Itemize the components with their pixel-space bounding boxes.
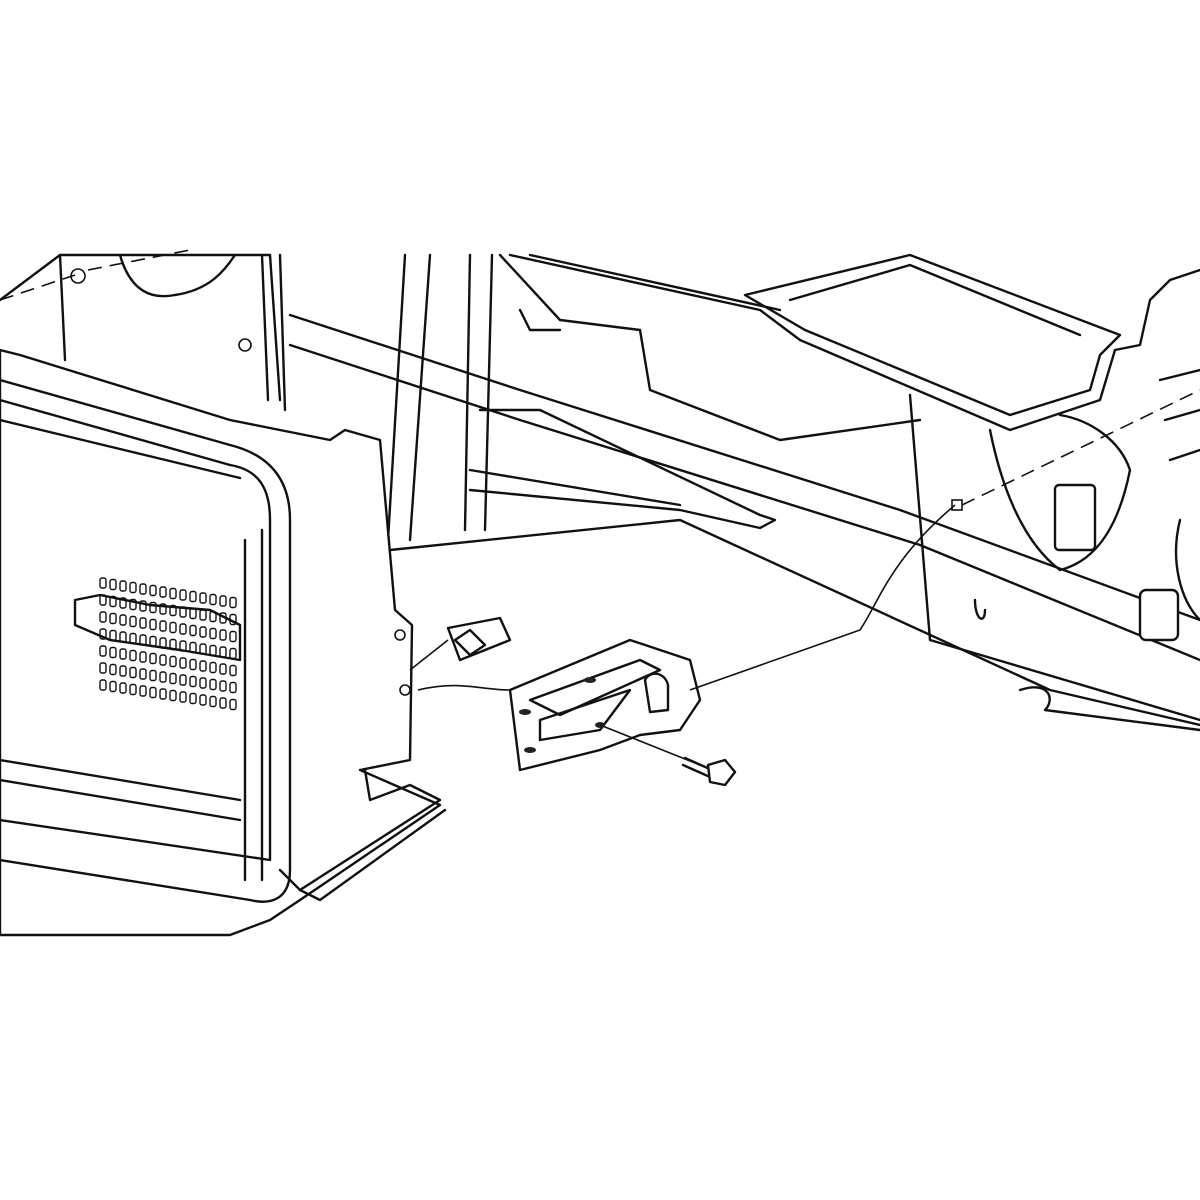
grille-cell <box>199 626 207 638</box>
grille-cell <box>169 621 177 634</box>
grille-cell <box>169 672 177 685</box>
grille-cell <box>159 671 167 683</box>
grille-cell <box>99 611 107 623</box>
grille-cell <box>209 661 217 674</box>
grille-cell <box>199 694 207 706</box>
grille-cell <box>99 628 107 640</box>
grille-cell <box>99 577 107 589</box>
grille-cell <box>189 692 197 705</box>
grille-cell <box>219 595 227 607</box>
grille-cell <box>209 627 217 640</box>
grille-cell <box>229 664 237 677</box>
grille-cell <box>229 630 237 643</box>
grille-cell <box>189 658 197 671</box>
grille-cell <box>139 600 147 612</box>
grille-cell <box>219 663 227 675</box>
rubber-mount <box>1053 483 1097 552</box>
grille-cell <box>109 646 117 659</box>
grille-cell <box>109 578 117 591</box>
bolt <box>599 724 737 787</box>
grille-cell <box>139 617 147 629</box>
grille-cell <box>129 666 137 679</box>
grille-cell <box>109 663 117 676</box>
grille-cell <box>169 689 177 702</box>
grille-cell <box>179 623 187 635</box>
grille-cell <box>119 597 127 609</box>
grille-cell <box>129 581 137 594</box>
grille-housing <box>0 348 447 937</box>
grille-cell <box>219 697 227 709</box>
mounting-bracket <box>417 504 956 772</box>
grille-cell <box>209 593 217 606</box>
grille-cell <box>159 603 167 615</box>
grille-cell <box>199 592 207 604</box>
grille-cell <box>99 662 107 674</box>
grille-cell <box>99 679 107 691</box>
emblem <box>73 593 242 662</box>
grille-cell <box>139 583 147 595</box>
grille-cell <box>189 675 197 688</box>
grille-cell <box>149 686 157 699</box>
grille-cell <box>139 651 147 663</box>
radiator-support <box>508 253 1200 722</box>
grille-cell <box>119 682 127 694</box>
grille-cell <box>229 698 237 711</box>
upper-support-panel <box>0 249 282 402</box>
grille-cell <box>119 580 127 592</box>
grille-cell <box>209 695 217 708</box>
grille-cell <box>219 629 227 641</box>
grille-cell <box>149 618 157 631</box>
grille-cell <box>129 598 137 611</box>
grille-cell <box>129 683 137 696</box>
grille-cell <box>159 620 167 632</box>
grille-cell <box>149 601 157 614</box>
grille-cell <box>199 660 207 672</box>
grille-cell <box>179 674 187 686</box>
grille-cell <box>159 654 167 666</box>
grille-cell <box>209 678 217 691</box>
grille-cell <box>139 685 147 697</box>
grille-cell <box>109 612 117 625</box>
grille-cell <box>189 590 197 603</box>
vertical-posts <box>260 253 494 542</box>
grille-cell <box>149 652 157 665</box>
grille-cell <box>229 596 237 609</box>
grille-cell <box>219 680 227 692</box>
grille-cell <box>129 649 137 662</box>
grille-cell <box>149 584 157 597</box>
pad <box>1138 588 1180 642</box>
grille-cell <box>179 691 187 703</box>
grille-cell <box>199 677 207 689</box>
frame-rail <box>288 253 1200 732</box>
grille-cell <box>109 680 117 693</box>
grille-cell <box>169 587 177 600</box>
grille-mesh <box>99 577 237 711</box>
grille-cell <box>139 668 147 680</box>
grille-cell <box>159 688 167 700</box>
grille-cell <box>169 604 177 617</box>
grille-cell <box>119 614 127 626</box>
grille-cell <box>119 665 127 677</box>
grille-cell <box>129 615 137 628</box>
grille-cell <box>179 589 187 601</box>
grille-cell <box>179 657 187 669</box>
grille-cell <box>119 648 127 660</box>
grille-cell <box>189 624 197 637</box>
grille-cell <box>149 669 157 682</box>
grille-cell <box>229 681 237 694</box>
grille-cell <box>169 655 177 668</box>
grille-cell <box>99 645 107 657</box>
grille-cell <box>159 586 167 598</box>
nut-clip <box>409 616 512 671</box>
